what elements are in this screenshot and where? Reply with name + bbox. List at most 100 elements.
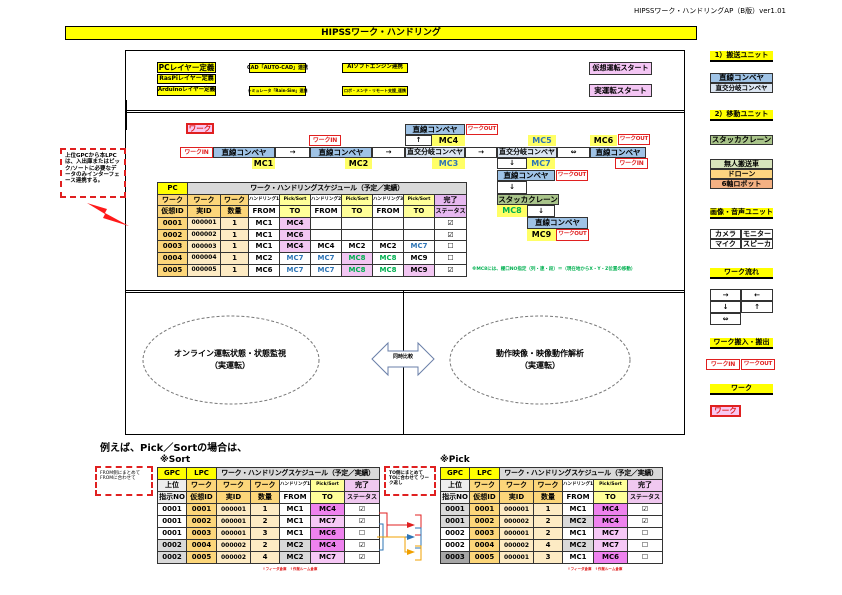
table-cell[interactable]: ☑ <box>343 551 381 564</box>
mc8-label: MC8 <box>497 205 527 217</box>
arrow-up-icon: ↑ <box>405 135 432 146</box>
table-cell[interactable]: ☐ <box>343 527 381 540</box>
table-cell: 2 <box>250 539 280 552</box>
table-cell: MC7 <box>279 263 311 277</box>
table-cell: 4 <box>250 551 280 564</box>
table-cell[interactable]: ☐ <box>626 527 664 540</box>
legend-work: ワーク <box>710 405 741 417</box>
table-cell: 0003 <box>157 240 188 254</box>
pc-layer-button[interactable]: PCレイヤー定義 <box>157 62 216 73</box>
table-cell: 0001 <box>469 503 500 516</box>
work-box: ワーク <box>186 123 214 134</box>
work-in: ワークIN <box>180 147 213 158</box>
table-cell[interactable]: ☑ <box>626 515 664 528</box>
table-header-cell: ハンドリング2 <box>310 193 342 207</box>
ai-engine-link-button[interactable]: AIソフトエンジン連携 <box>342 63 408 73</box>
to-note: TO側にまとめて TOに合わせて ワーク返し <box>384 466 436 496</box>
table-cell: MC7 <box>310 515 345 528</box>
table-header-cell: 完了 <box>433 193 468 207</box>
table-header-cell: 上位 <box>157 479 187 492</box>
table-header-cell: PC <box>157 182 188 195</box>
table-cell: 0004 <box>186 539 217 552</box>
straight-conveyor: 直線コンベヤ <box>310 147 372 158</box>
legend-speaker: スピーカ <box>741 239 773 249</box>
table-cell[interactable]: ☐ <box>433 252 468 265</box>
table-cell[interactable]: ☐ <box>626 539 664 552</box>
work-out: ワークOUT <box>556 170 588 181</box>
table-header-cell: 数量 <box>533 491 563 504</box>
sort-flow-brackets <box>377 512 422 561</box>
arrow-right-icon: → <box>372 147 405 158</box>
simulator-link-button[interactable]: シミュレータ「Rain-Sim」連携 <box>248 86 308 96</box>
table-cell[interactable]: ☑ <box>343 515 381 528</box>
table-cell: 3 <box>533 551 563 564</box>
work-in: ワークIN <box>309 135 341 146</box>
table-cell: 0003 <box>469 527 500 540</box>
raspi-layer-button[interactable]: RasPiレイヤー定義 <box>157 74 216 84</box>
table-cell: MC4 <box>593 515 628 528</box>
table-cell: 2 <box>250 515 280 528</box>
virtual-start-button[interactable]: 仮想運転スタート <box>589 62 652 75</box>
table-cell: 0001 <box>157 503 187 516</box>
mc7-label: MC7 <box>527 158 555 169</box>
table-cell: MC1 <box>562 527 594 540</box>
table-cell: MC1 <box>248 240 280 254</box>
table-cell: 1 <box>220 252 249 265</box>
mc5-label: MC5 <box>528 135 556 146</box>
table-cell <box>310 228 342 242</box>
legend-work-out: ワークOUT <box>741 359 775 370</box>
legend-straight-conveyor: 直線コンベヤ <box>710 73 773 83</box>
table-cell: 1 <box>220 217 249 230</box>
table-cell: MC4 <box>279 240 311 254</box>
table-cell: MC7 <box>403 240 435 254</box>
table-header-cell: 実ID <box>216 491 251 504</box>
table-header-cell: 完了 <box>626 479 664 492</box>
arduino-layer-button[interactable]: Arduinoレイヤー定義 <box>157 86 216 96</box>
table-cell: 0002 <box>469 515 500 528</box>
online-monitor-ellipse <box>142 315 320 405</box>
table-header-cell: GPC <box>440 467 470 480</box>
table-cell: 0002 <box>440 539 470 552</box>
sort-label: ※Sort <box>160 455 191 465</box>
table-cell[interactable]: ☑ <box>433 228 468 242</box>
table-cell: MC8 <box>372 252 404 265</box>
table-cell: 000002 <box>187 228 221 242</box>
table-cell[interactable]: ☑ <box>343 503 381 516</box>
real-start-button[interactable]: 実運転スタート <box>589 84 652 97</box>
robot-link-button[interactable]: ロボ・メンテ・リモート支援_連携 <box>342 86 408 96</box>
legend-stacker-crane: スタッカクレーン <box>710 135 773 145</box>
table-cell: MC8 <box>341 252 373 265</box>
table-cell: 000001 <box>216 527 251 540</box>
cad-link-button[interactable]: CAD「AUTO-CAD」連携 <box>247 63 308 73</box>
table-cell: 0001 <box>440 503 470 516</box>
table-cell[interactable]: ☑ <box>433 217 468 230</box>
table-header-cell: ワーク <box>499 479 534 492</box>
table-header-cell: TO <box>403 205 435 219</box>
table-cell[interactable]: ☑ <box>343 539 381 552</box>
table-cell[interactable]: ☑ <box>433 263 468 277</box>
work-out: ワークOUT <box>466 124 498 135</box>
monitor-diagram <box>142 315 631 405</box>
table-cell: MC4 <box>279 217 311 230</box>
table-cell: MC7 <box>310 551 345 564</box>
table-cell: 0001 <box>186 503 217 516</box>
table-cell[interactable]: ☐ <box>433 240 468 254</box>
table-cell[interactable]: ☑ <box>626 503 664 516</box>
table-cell: MC1 <box>279 527 311 540</box>
table-cell: 0005 <box>469 551 500 564</box>
table-header-cell: FROM <box>279 491 311 504</box>
table-header-cell: Pick/Sort <box>341 193 373 207</box>
table-cell[interactable]: ☐ <box>626 551 664 564</box>
table-cell: MC1 <box>248 217 280 230</box>
table-header-cell: ステータス <box>343 491 381 504</box>
table-cell: 3 <box>250 527 280 540</box>
table-cell: 0004 <box>157 252 188 265</box>
